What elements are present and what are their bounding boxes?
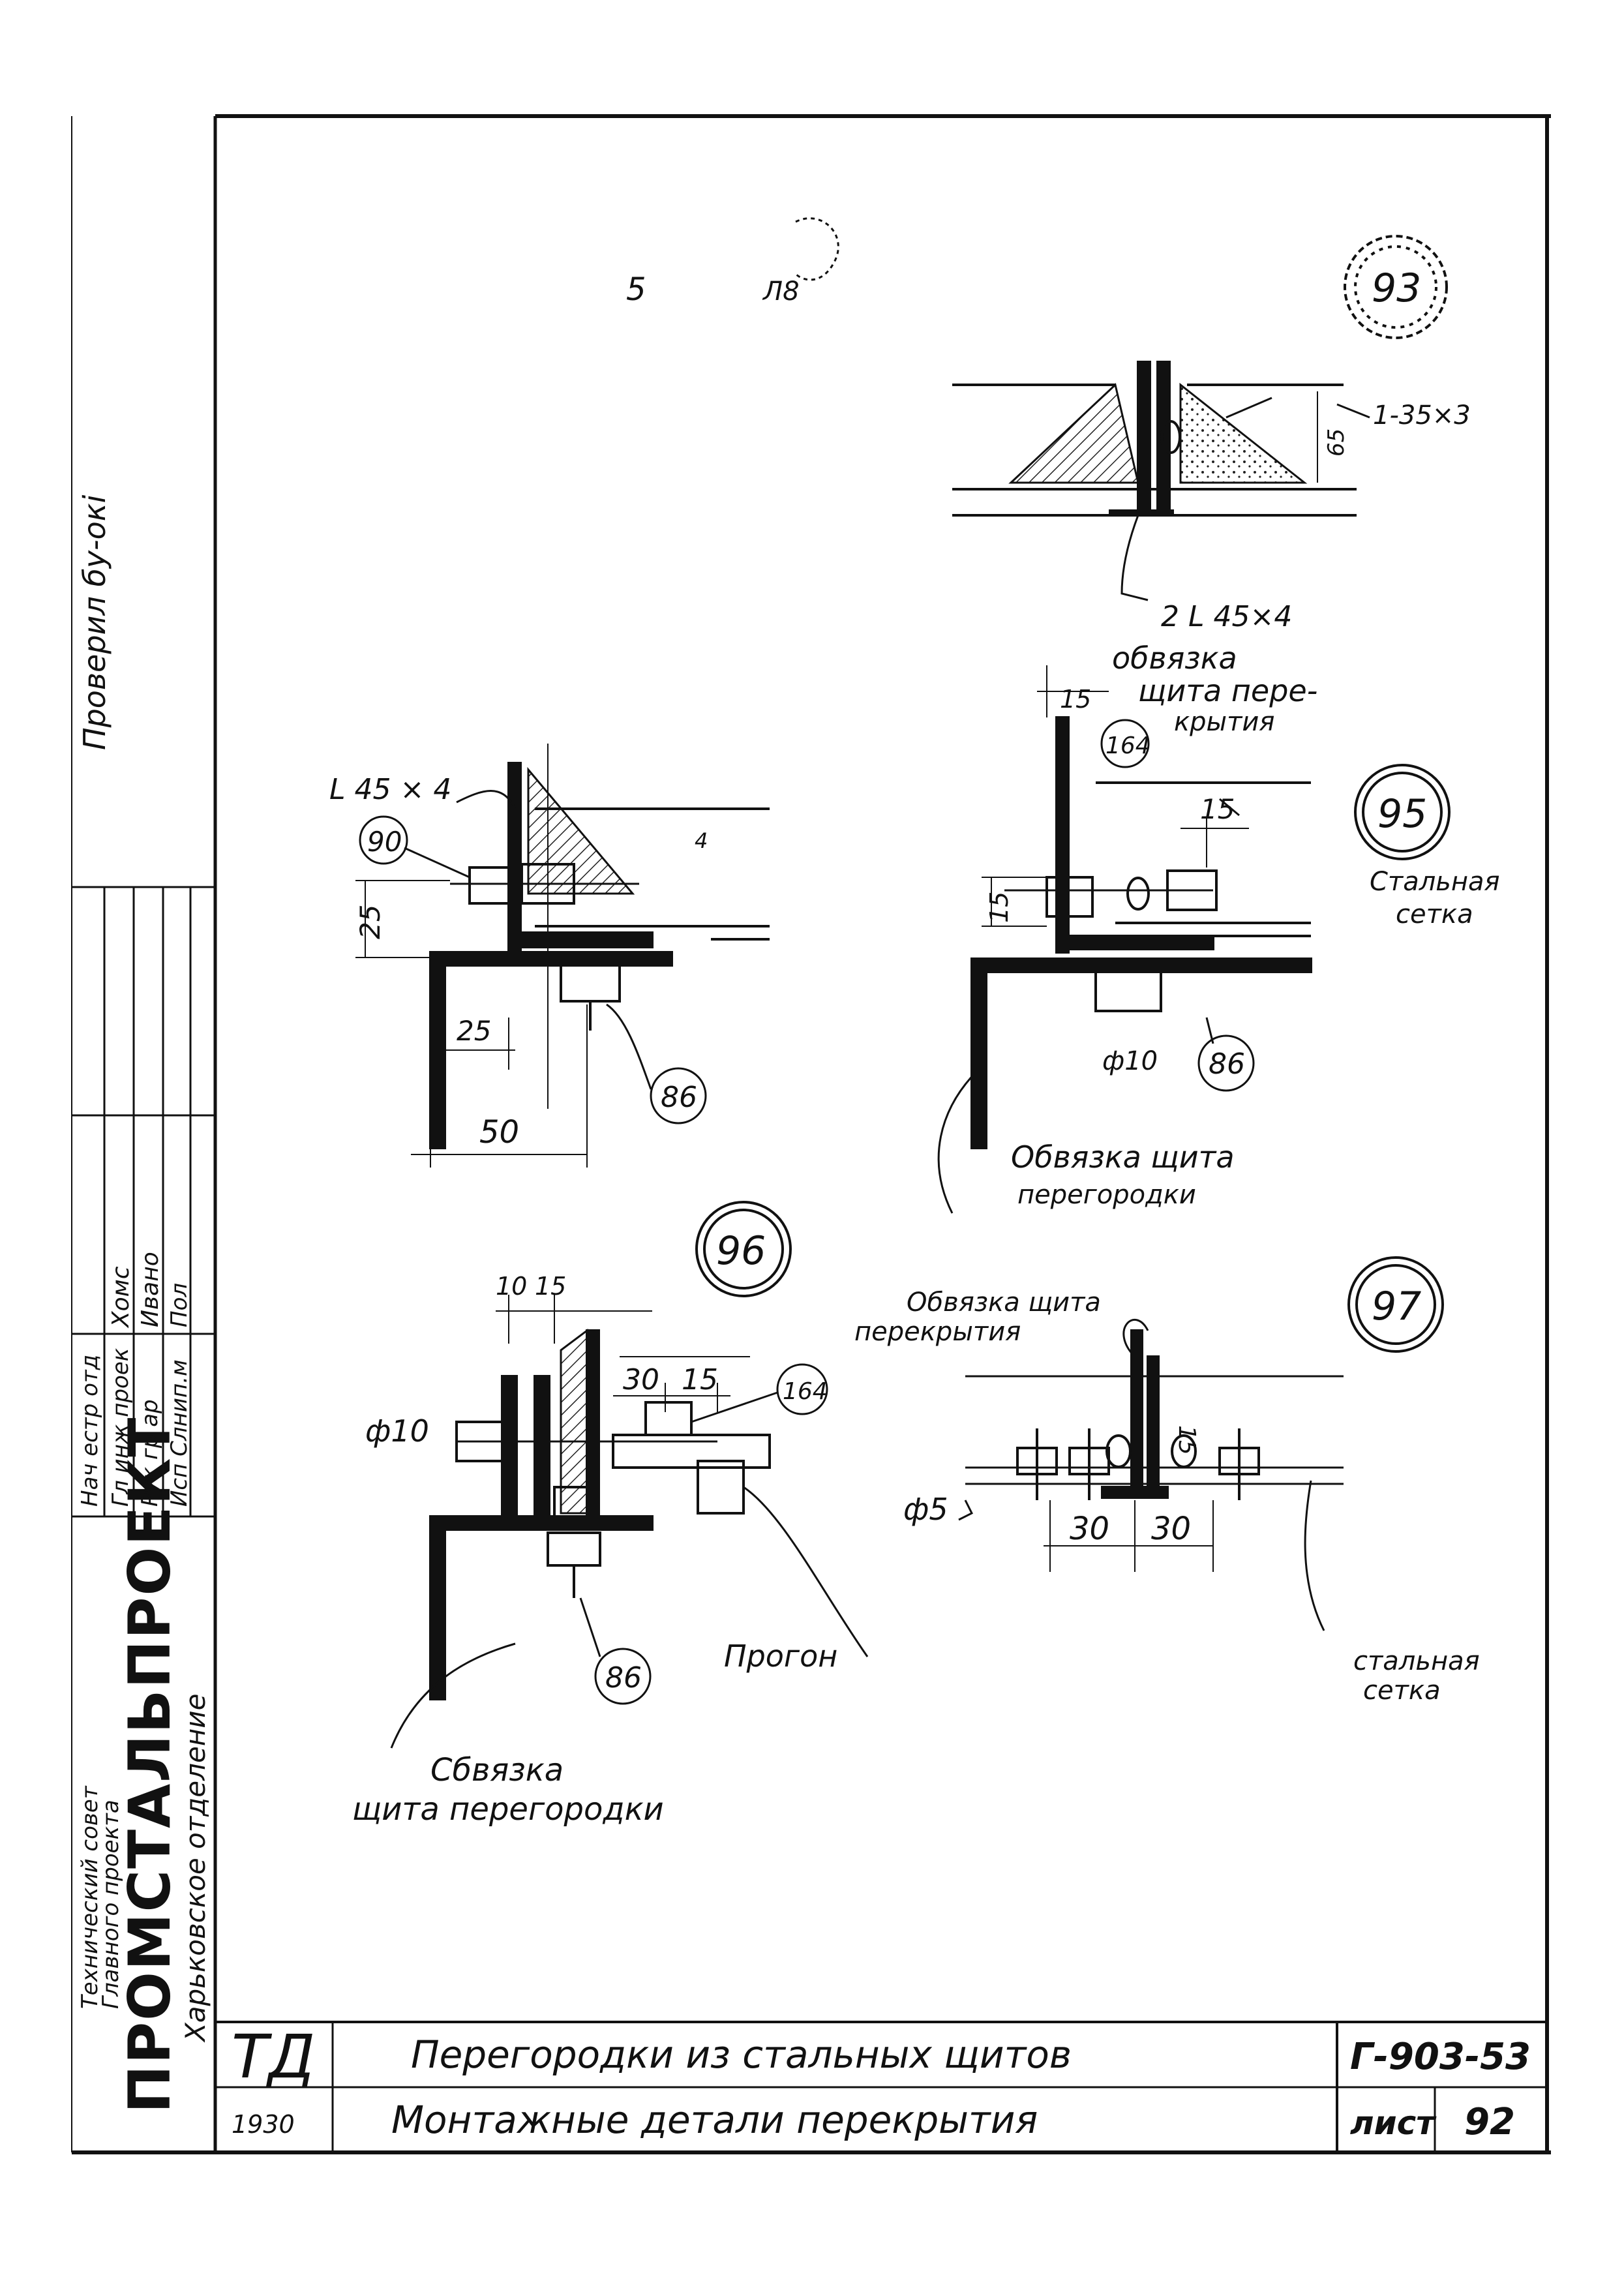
detail-97 [958,1256,1444,1631]
role-2: Гл инж проек [108,1348,134,1507]
ref-164-right-circle [1100,719,1150,768]
detail-95-dim-15-top: 15 [1060,685,1091,714]
detail-97-dim-15: 15 [1173,1425,1200,1455]
title-logo: ТД [232,2022,315,2092]
detail-95 [937,665,1451,1214]
detail-93-circle-inner [1354,245,1437,329]
detail-97-note-right-2: сетка [1363,1676,1441,1706]
bolt-ref-90-circle [359,815,408,865]
doc-code: Г-903-53 [1350,2036,1531,2078]
detail-93-dim-h: 65 [1323,429,1349,457]
ref-164-left-circle [776,1363,828,1415]
detail-96-dim-15-top: 15 [535,1272,566,1301]
ref-164-left: 164 [783,1378,828,1405]
checked-by-label: Проверил бу-окі [77,494,112,750]
detail-90-angle: L 45 × 4 [329,773,451,806]
detail-97-note-right-1: стальная [1353,1646,1480,1676]
detail-96-note-run: Прогон [724,1638,837,1674]
org-name: ПРОМСТАЛЬПРОЕКТ [116,1416,183,2113]
detail-96-dim-30: 30 [623,1363,659,1396]
detail-95-note-bottom-1: Обвязка щита [1011,1139,1235,1175]
detail-90-dim-25-vertical: 25 [354,905,386,939]
detail-96-phi: ф10 [365,1413,429,1449]
title-line-2: Монтажные детали перекрытия [391,2098,1038,2142]
name-1: Хомс [108,1266,134,1327]
detail-93-callout-dim: 1-35×3 [1373,400,1471,430]
name-3: Пол [166,1282,192,1327]
detail-96-dim-10: 10 [496,1272,527,1301]
detail-95-circle-inner [1362,772,1443,852]
detail-93-circle-outer [1344,235,1448,339]
ref-86-left-circle [650,1067,707,1124]
detail-90 [355,744,770,1168]
org-dept: Харьковское отделение [179,1693,211,2042]
detail-95-note-top-3: крытия [1174,707,1275,737]
detail-97-circle-outer [1347,1256,1444,1353]
ref-86-left: 86 [661,1081,697,1114]
detail-97-phi: ф5 [903,1492,948,1527]
ref-164-right: 164 [1105,732,1150,759]
bolt-ref-90: 90 [367,826,402,858]
name-2: Ивано [137,1252,164,1327]
detail-95-dim-15-right: 15 [1200,793,1235,825]
detail-97-dim-30-left: 30 [1070,1511,1109,1547]
detail-95-note-right-2: сетка [1396,899,1473,929]
detail-96-circle-outer [695,1201,792,1297]
detail-97-note-top-1: Обвязка щита [907,1288,1101,1318]
detail-96-circle-inner [703,1209,784,1289]
left-strip-table [72,886,215,1518]
role-4: Исп Слнип.м [166,1359,192,1507]
detail-96-note-bottom-2: щита перегородки [352,1791,664,1828]
detail-93-mark-2: Л8 [762,277,800,307]
detail-93-number: 93 [1372,265,1421,311]
title-line-1: Перегородки из стальных щитов [411,2032,1072,2077]
ref-86-bottom: 86 [605,1661,642,1695]
detail-95-note-right-1: Стальная [1370,867,1500,897]
detail-93-mark-5: 5 [626,271,646,308]
detail-95-note-top-2: щита пере- [1138,673,1317,708]
detail-95-note-top-1: обвязка [1112,641,1237,676]
detail-95-circle-outer [1354,764,1451,860]
detail-96-number: 96 [716,1228,766,1274]
sheet-label: лист [1350,2104,1437,2142]
title-year: 1930 [232,2110,295,2139]
sheet-frame [71,114,1551,2154]
detail-97-number: 97 [1372,1284,1421,1329]
detail-95-dim-15-left: 15 [985,892,1014,923]
ref-86-right-circle [1197,1034,1255,1092]
role-1: Нач естр отд [77,1354,103,1507]
sheet-number: 92 [1464,2101,1515,2143]
title-block-lines [215,2021,1547,2152]
detail-90-dim-50: 50 [479,1114,519,1151]
role-3: Рук гр ар [137,1399,163,1507]
ref-86-right: 86 [1209,1048,1245,1081]
detail-95-number: 95 [1377,791,1427,837]
detail-97-circle-inner [1355,1264,1436,1345]
detail-95-phi: ф10 [1102,1046,1158,1076]
detail-97-dim-30-right: 30 [1151,1511,1191,1547]
detail-96-note-bottom-1: Сбвязка [430,1752,564,1788]
detail-97-note-top-2: перекрытия [854,1317,1021,1347]
detail-95-note-bottom-2: перегородки [1017,1180,1196,1210]
detail-96 [390,1201,869,1749]
ref-86-bottom-circle [594,1648,652,1705]
detail-90-dim-25-horizontal: 25 [457,1015,491,1047]
detail-93-callout-angle: 2 L 45×4 [1161,600,1292,633]
detail-96-dim-15-mid: 15 [682,1363,718,1396]
detail-90-dim-small: 4 [695,828,708,853]
detail-93 [794,217,1448,601]
